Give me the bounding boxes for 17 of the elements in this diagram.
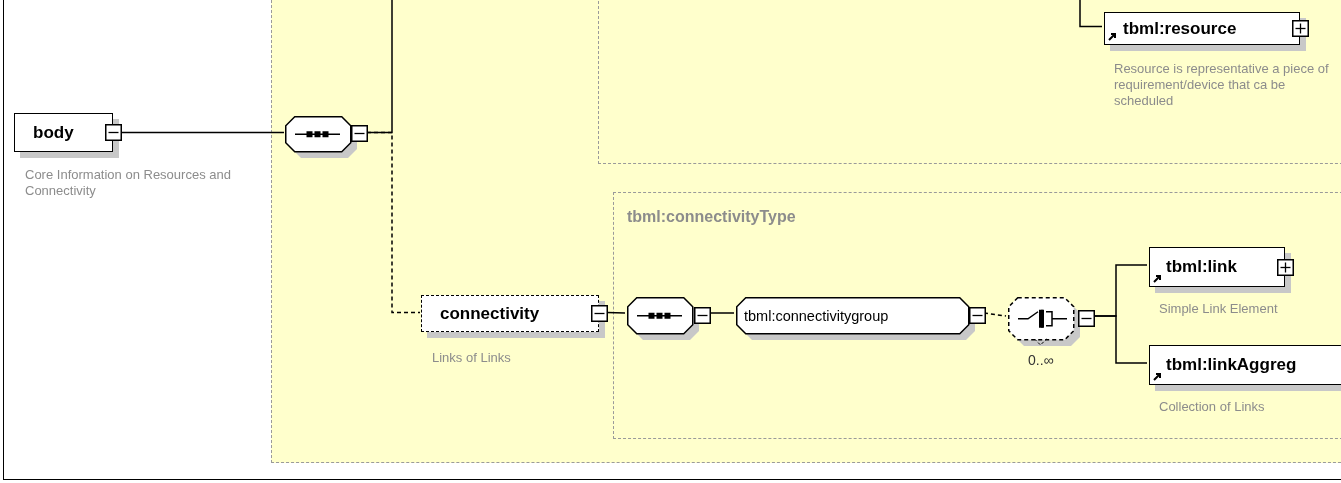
connector-line — [1092, 315, 1148, 364]
connector-line — [121, 131, 285, 134]
connector-line — [983, 312, 1007, 317]
occurrence-label: 0..∞ — [1028, 352, 1055, 368]
annotation-text: Core Information on Resources and Connectivity — [25, 167, 232, 199]
connector-line — [606, 311, 626, 314]
connector-line — [708, 312, 735, 314]
annotation-text: Links of Links — [432, 350, 512, 366]
annotation-text: Simple Link Element — [1159, 301, 1279, 317]
connector-line — [1079, 0, 1103, 28]
connector-line — [366, 131, 421, 314]
type-region — [271, 0, 1341, 463]
type-region — [598, 0, 1341, 164]
type-name: tbml:connectivityType — [627, 208, 796, 226]
type-region — [613, 192, 1341, 439]
annotation-text: Collection of Links — [1159, 399, 1266, 415]
annotation-text: Resource is representative a piece of requirement/device that ca be scheduled — [1114, 61, 1330, 109]
